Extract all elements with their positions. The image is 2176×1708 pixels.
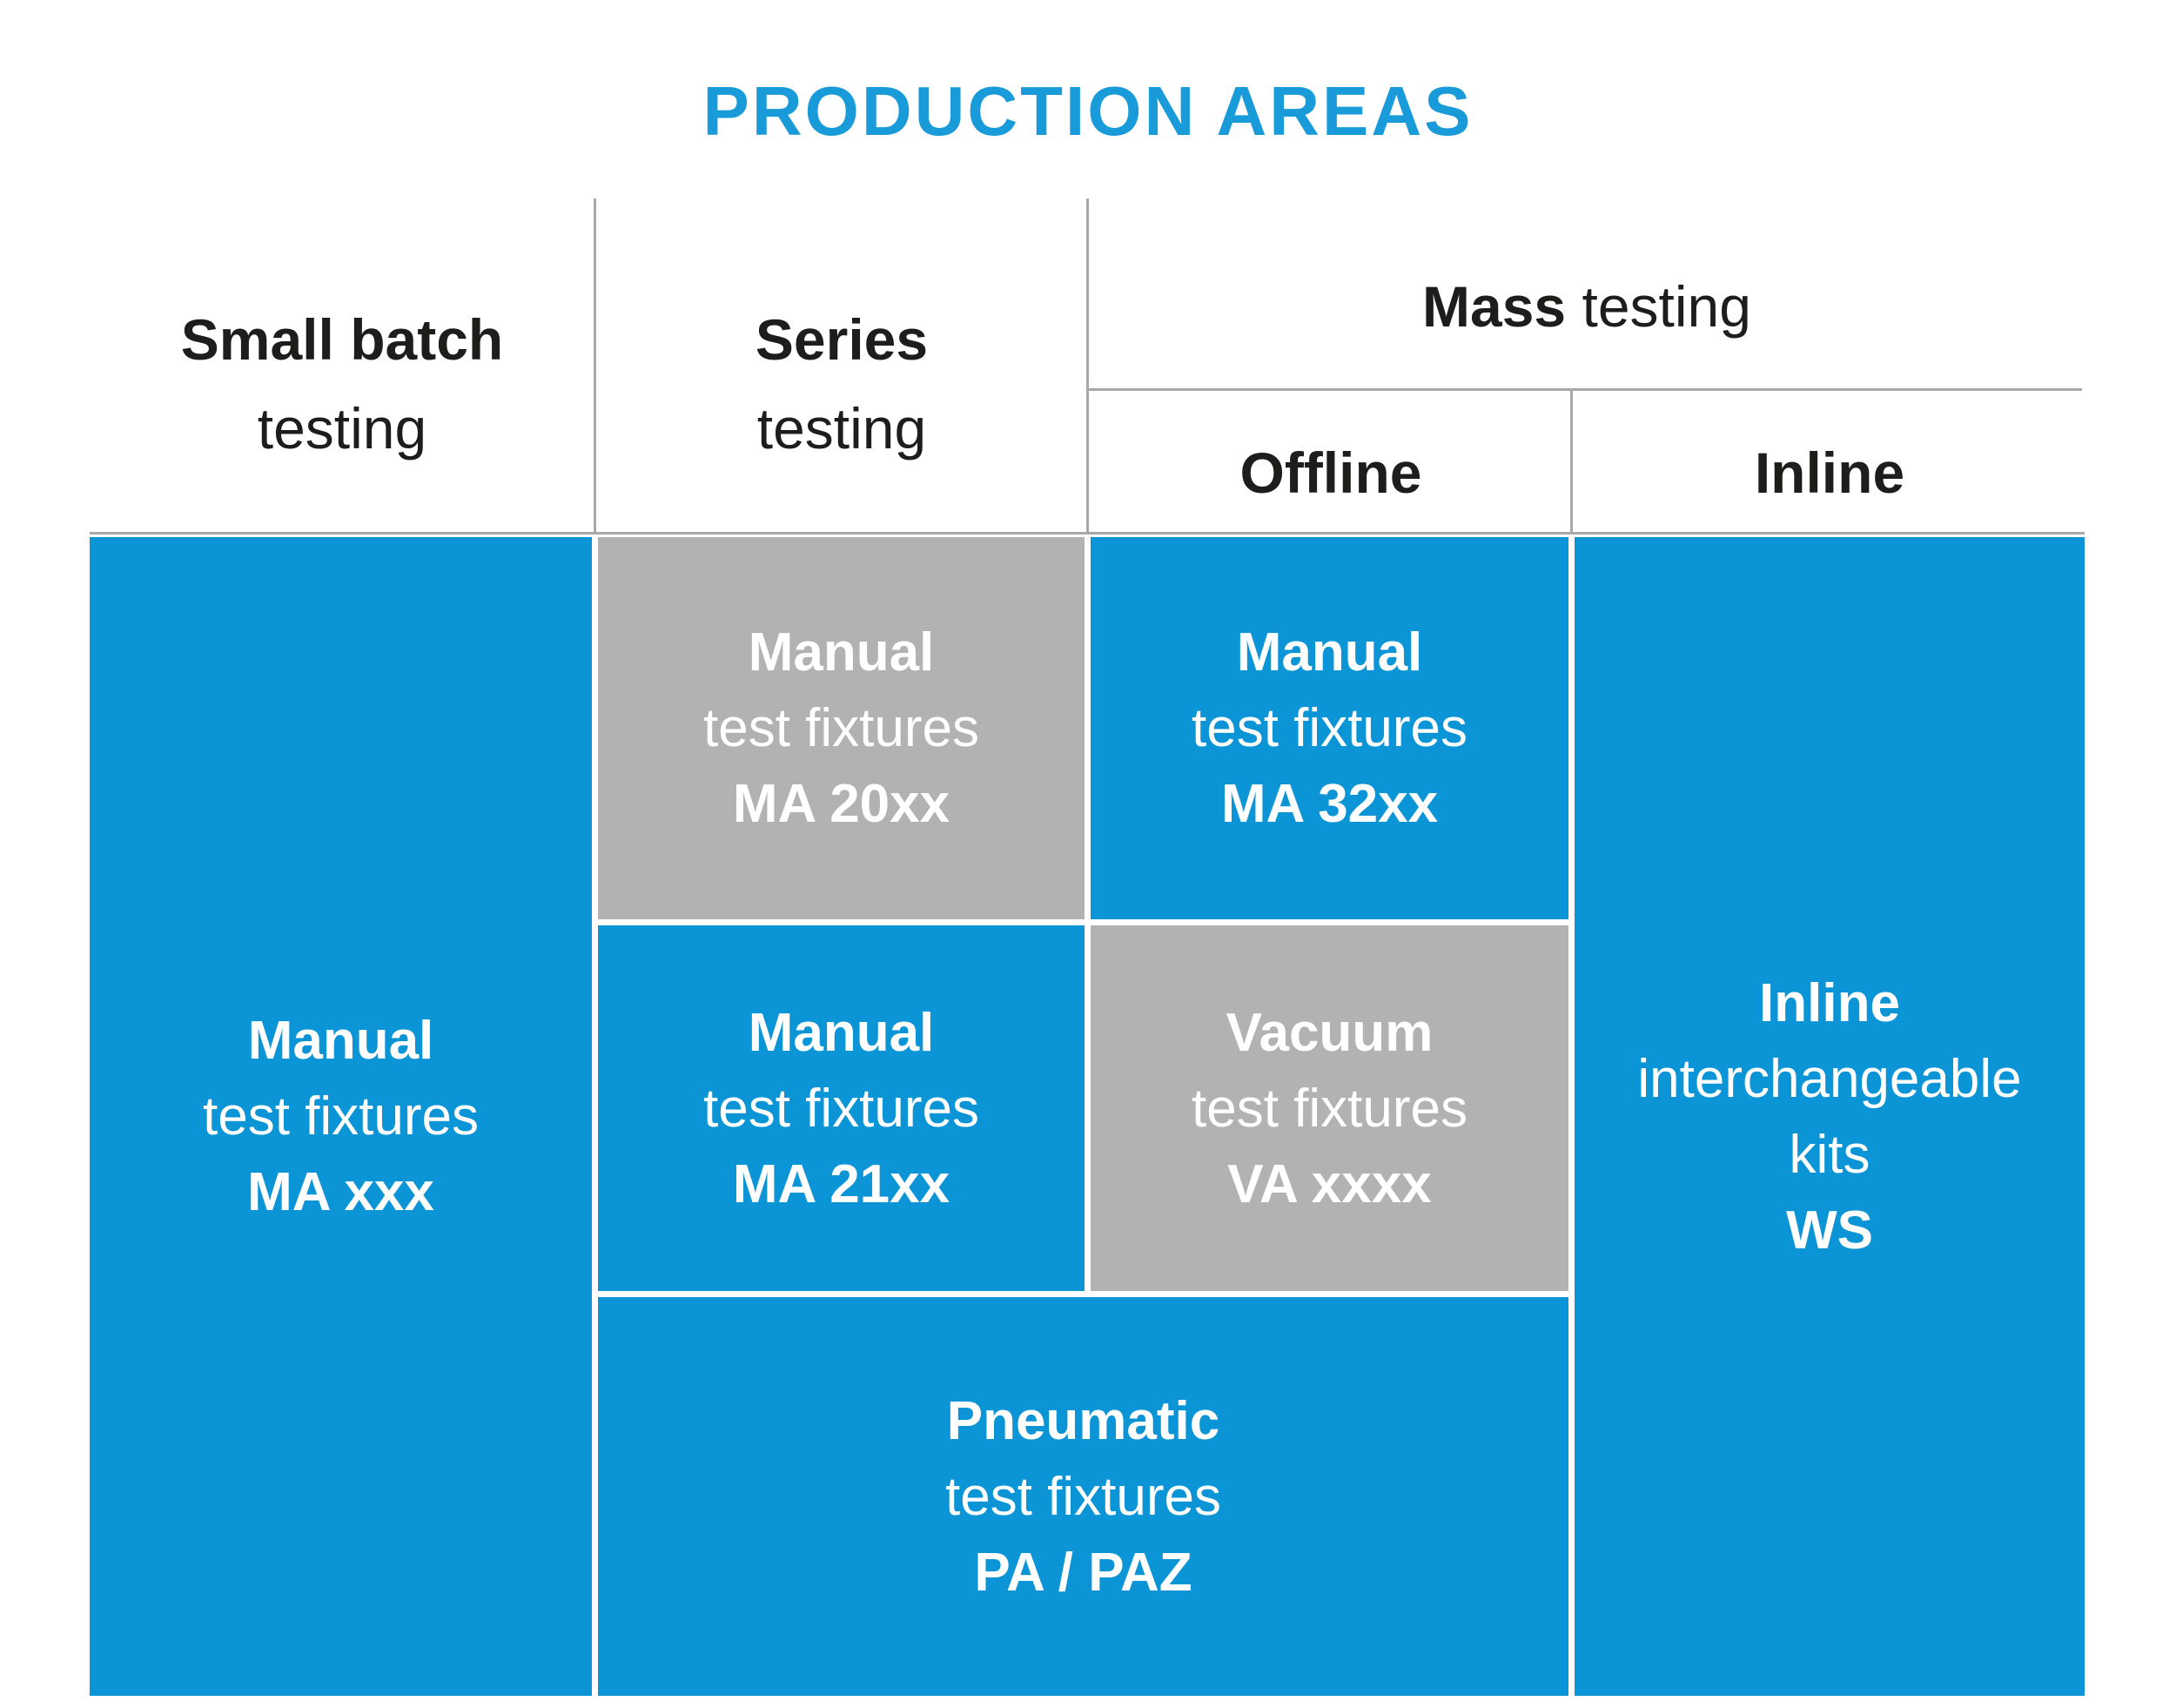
block-manual-ma-21xx-line2: test fixtures [703, 1078, 979, 1139]
block-inline-ws-line4: WS [1786, 1200, 1873, 1261]
block-manual-ma-32xx-line2: test fixtures [1192, 698, 1467, 758]
block-manual-ma-20xx-line2: test fixtures [703, 698, 979, 758]
column-header-series-line2: testing [756, 396, 927, 461]
block-vacuum-va-xxxx: Vacuum test fixtures VA xxxx [1091, 925, 1568, 1291]
block-vacuum-va-xxxx-line1: Vacuum [1226, 1002, 1434, 1063]
column-header-small-batch-line1: Small batch [180, 307, 504, 372]
block-manual-ma-21xx-line1: Manual [748, 1002, 935, 1063]
divider-offline-inline [1570, 388, 1573, 534]
block-manual-ma-21xx-line3: MA 21xx [732, 1153, 950, 1214]
column-header-series-line1: Series [755, 307, 929, 372]
block-manual-ma-20xx: Manual test fixtures MA 20xx [598, 537, 1085, 919]
block-pneumatic-pa-paz-line3: PA / PAZ [974, 1542, 1192, 1603]
column-header-mass-bold: Mass [1422, 274, 1567, 339]
block-inline-ws-line3: kits [1789, 1124, 1870, 1185]
block-inline-ws-line1: Inline [1759, 972, 1900, 1033]
block-manual-ma-xxx-line2: test fixtures [203, 1086, 479, 1147]
block-manual-ma-20xx-line1: Manual [748, 622, 935, 683]
column-header-small-batch: Small batch testing [90, 295, 594, 473]
block-inline-ws-line2: interchangeable [1637, 1048, 2022, 1109]
column-header-series: Series testing [598, 295, 1085, 473]
block-manual-ma-32xx: Manual test fixtures MA 32xx [1091, 537, 1568, 919]
block-manual-ma-xxx: Manual test fixtures MA xxx [90, 537, 592, 1696]
block-manual-ma-xxx-line1: Manual [247, 1011, 434, 1071]
block-vacuum-va-xxxx-line2: test fixtures [1192, 1078, 1467, 1139]
block-manual-ma-xxx-line3: MA xxx [247, 1162, 434, 1222]
block-pneumatic-pa-paz: Pneumatic test fixtures PA / PAZ [598, 1297, 1568, 1696]
divider-small-batch-series [594, 198, 596, 534]
block-manual-ma-20xx-line3: MA 20xx [732, 774, 950, 834]
block-pneumatic-pa-paz-line1: Pneumatic [946, 1390, 1220, 1451]
divider-header-blocks [90, 532, 2085, 535]
subcolumn-header-inline: Inline [1754, 440, 1905, 505]
subcolumn-header-offline: Offline [1239, 440, 1422, 505]
block-manual-ma-21xx: Manual test fixtures MA 21xx [598, 925, 1085, 1291]
divider-series-mass [1086, 198, 1089, 534]
page-title: PRODUCTION AREAS [702, 72, 1474, 150]
column-header-mass-testing: Mass testing [1091, 262, 2083, 351]
block-manual-ma-32xx-line1: Manual [1236, 622, 1423, 683]
column-header-small-batch-line2: testing [257, 396, 427, 461]
block-vacuum-va-xxxx-line3: VA xxxx [1227, 1153, 1432, 1214]
divider-mass-subheader [1088, 388, 2082, 391]
block-inline-ws: Inline interchangeable kits WS [1575, 537, 2085, 1696]
block-pneumatic-pa-paz-line2: test fixtures [945, 1466, 1221, 1527]
column-header-mass-regular: testing [1582, 274, 1751, 339]
block-manual-ma-32xx-line3: MA 32xx [1220, 774, 1439, 834]
